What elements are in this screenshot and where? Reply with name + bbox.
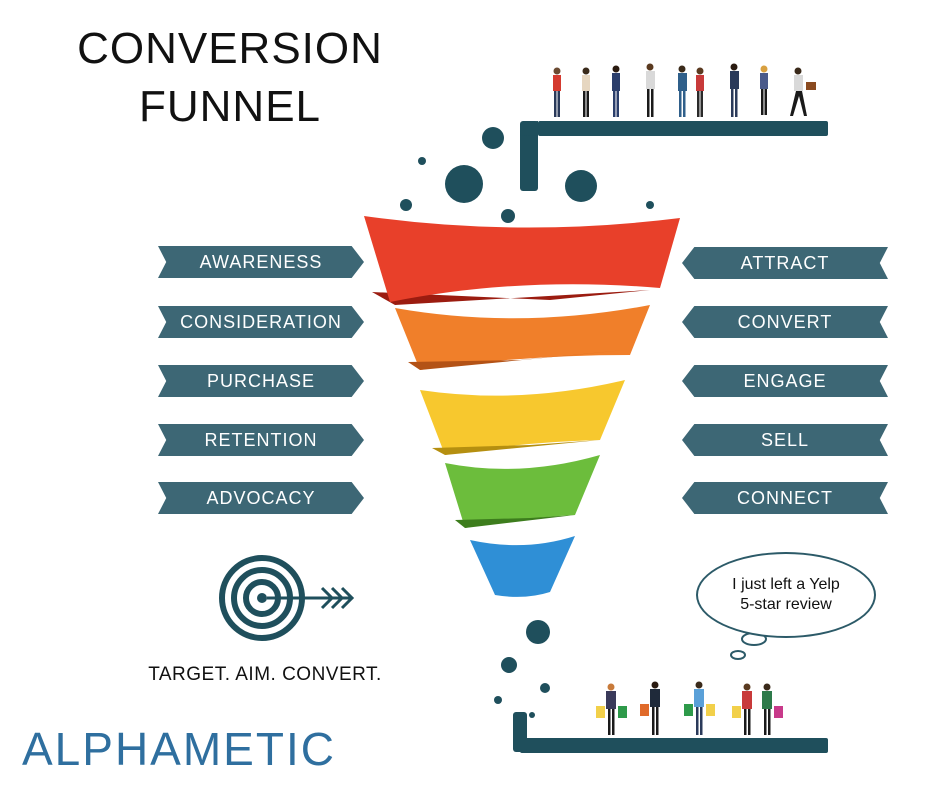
stage-tag-connect: CONNECT bbox=[682, 482, 888, 514]
thought-dots bbox=[730, 632, 767, 660]
funnel-layer-1 bbox=[364, 216, 680, 305]
speech-bubble-icon: I just left a Yelp 5-star review bbox=[696, 552, 876, 638]
stage-tag-purchase: PURCHASE bbox=[158, 365, 364, 397]
people-icon-bottom bbox=[596, 681, 783, 735]
stage-tag-retention: RETENTION bbox=[158, 424, 364, 456]
brand-logo: ALPHAMETIC bbox=[22, 723, 336, 775]
dots-bottom bbox=[494, 620, 550, 718]
stage-tag-attract: ATTRACT bbox=[682, 247, 888, 279]
stage-tag-awareness: AWARENESS bbox=[158, 246, 364, 278]
arrow-icon bbox=[267, 586, 355, 610]
people-icon-top bbox=[553, 63, 816, 117]
stage-tag-consideration: CONSIDERATION bbox=[158, 306, 364, 338]
funnel-layer-4 bbox=[445, 455, 600, 528]
funnel-layer-3 bbox=[420, 380, 625, 455]
stage-tag-advocacy: ADVOCACY bbox=[158, 482, 364, 514]
page-title: CONVERSION FUNNEL bbox=[40, 20, 420, 136]
slogan: TARGET. AIM. CONVERT. bbox=[148, 664, 382, 685]
stage-tag-sell: SELL bbox=[682, 424, 888, 456]
funnel-layer-2 bbox=[395, 305, 650, 370]
funnel-layer-5 bbox=[470, 536, 575, 597]
title-line-2: FUNNEL bbox=[138, 82, 322, 131]
funnel bbox=[364, 216, 680, 597]
stage-tag-engage: ENGAGE bbox=[682, 365, 888, 397]
top-pipe bbox=[520, 121, 828, 191]
dots-top bbox=[400, 127, 654, 223]
bottom-pipe bbox=[513, 712, 828, 753]
speech-bubble-text: I just left a Yelp 5-star review bbox=[732, 576, 840, 613]
title-line-1: CONVERSION bbox=[77, 24, 383, 73]
stage-tag-convert: CONVERT bbox=[682, 306, 888, 338]
